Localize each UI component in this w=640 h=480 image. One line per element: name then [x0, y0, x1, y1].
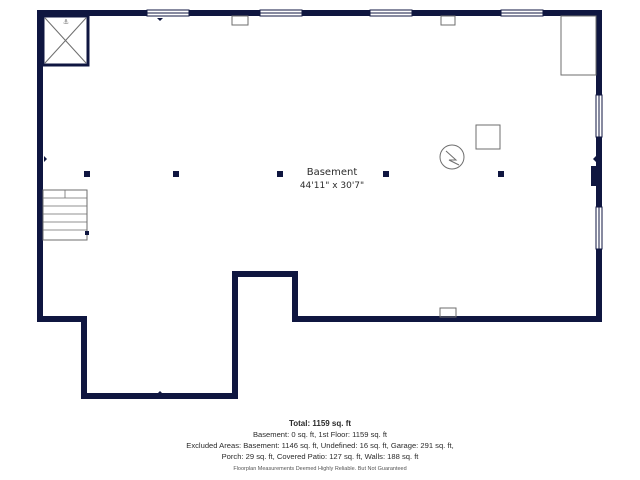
closet: [560, 15, 597, 76]
support-post: [498, 171, 504, 177]
room-dimensions: 44'11" x 30'7": [300, 181, 364, 191]
window: [146, 9, 190, 17]
window: [595, 206, 603, 250]
water-heater: [439, 144, 465, 170]
wall-fixture: [591, 166, 599, 186]
total-area: Total: 1159 sq. ft: [288, 419, 352, 428]
disclaimer: Floorplan Measurements Deemed Highly Rel…: [233, 466, 407, 472]
window: [500, 9, 544, 17]
exterior-wall: [37, 10, 602, 399]
wall-marker: [44, 156, 47, 162]
wall-fixture: [439, 307, 457, 318]
window: [259, 9, 303, 17]
wall-marker: [593, 156, 596, 162]
window: [369, 9, 413, 17]
excluded-areas-continued: Porch: 29 sq. ft, Covered Patio: 127 sq.…: [221, 452, 419, 461]
wall-fixture: [231, 15, 249, 26]
svg-text:⚓: ⚓: [63, 18, 69, 26]
room-name: Basement: [307, 167, 358, 178]
area-breakdown: Basement: 0 sq. ft, 1st Floor: 1159 sq. …: [252, 430, 388, 439]
wall-fixture: [440, 15, 456, 26]
window: [595, 94, 603, 138]
wall-marker: [157, 18, 163, 21]
support-post: [84, 171, 90, 177]
excluded-areas: Excluded Areas: Basement: 1146 sq. ft, U…: [186, 441, 454, 450]
staircase: [42, 189, 89, 241]
support-post: [383, 171, 389, 177]
furnace: [475, 124, 501, 150]
shaft: ⚓: [41, 14, 90, 67]
support-post: [173, 171, 179, 177]
support-post: [277, 171, 283, 177]
wall-marker: [157, 391, 163, 394]
area-summary: Total: 1159 sq. ft Basement: 0 sq. ft, 1…: [0, 418, 640, 475]
